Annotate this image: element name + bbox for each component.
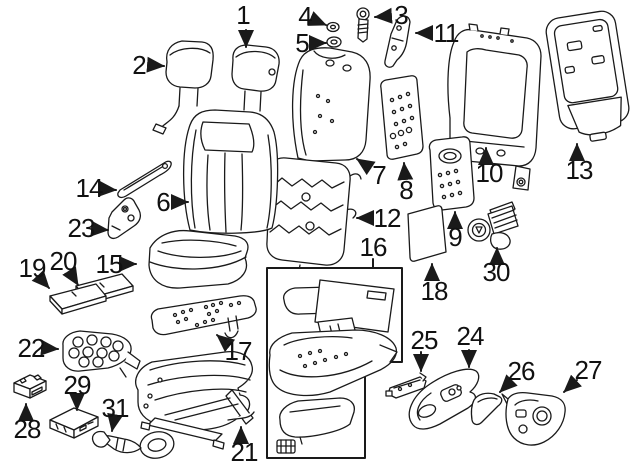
part-12-lumbar-support-drawing (252, 157, 362, 277)
part-5-grommet-drawing (326, 36, 342, 48)
callout-14-arrow (98, 180, 117, 197)
callout-7-arrow (356, 158, 376, 176)
part-9-seat-back-board-drawing (428, 136, 475, 211)
callout-3[interactable]: 3 (394, 0, 409, 30)
callout-26-arrow (499, 374, 518, 393)
part-24-side-shield-drawing (408, 368, 480, 430)
part-27-switch-panel-drawing (501, 392, 566, 446)
part-28-control-module-drawing (13, 374, 47, 399)
callout-31-arrow (107, 412, 123, 432)
part-18-pad-sheet-drawing (407, 205, 447, 262)
callout-23-arrow (90, 220, 109, 237)
callout-30[interactable]: 30 (482, 257, 511, 287)
callout-8-arrow (397, 162, 414, 181)
part-26-trim-cap-drawing (470, 392, 503, 426)
part-13-seat-back-panel-drawing (545, 10, 630, 142)
part-29-control-module-drawing (49, 407, 99, 439)
part-21-seat-track-drawing (135, 350, 255, 450)
callout-21[interactable]: 21 (230, 437, 259, 467)
callout-18[interactable]: 18 (420, 276, 449, 306)
callout-13[interactable]: 13 (565, 155, 594, 185)
part-31-seat-belt-buckle-drawing (91, 430, 175, 459)
callout-17[interactable]: 17 (224, 336, 253, 366)
callout-2[interactable]: 2 (132, 50, 147, 80)
part-2-headrest-drawing (152, 40, 214, 135)
part-11-side-bracket-drawing (384, 15, 411, 68)
part-30-seat-motor-drawing (467, 201, 519, 250)
part-3-headrest-guide-bolt-drawing (356, 7, 370, 43)
part-15-seat-cushion-drawing (148, 229, 249, 289)
callout-8[interactable]: 8 (399, 175, 414, 205)
callout-12[interactable]: 12 (373, 203, 402, 233)
part-16-cushion-pad-drawing (268, 329, 398, 397)
callout-14[interactable]: 14 (75, 173, 104, 203)
callout-26[interactable]: 26 (507, 356, 536, 386)
callout-11[interactable]: 11 (433, 18, 460, 48)
callout-22-arrow (40, 339, 59, 356)
callout-31[interactable]: 31 (101, 393, 130, 423)
part-1-headrest-drawing (231, 44, 280, 112)
callout-5[interactable]: 5 (295, 28, 310, 58)
callout-4-arrow (307, 11, 327, 26)
part-17-heater-mat-drawing (150, 295, 257, 339)
callout-19-arrow (31, 270, 50, 289)
callout-24[interactable]: 24 (456, 321, 485, 351)
part-16-connector-drawing (276, 439, 296, 454)
callout-9[interactable]: 9 (448, 222, 463, 252)
callout-3-arrow (374, 7, 393, 24)
callout-17-arrow (216, 334, 236, 353)
callout-16[interactable]: 16 (359, 232, 388, 262)
callout-1[interactable]: 1 (236, 0, 251, 30)
part-8-heater-mat-drawing (380, 75, 424, 160)
callout-27[interactable]: 27 (574, 355, 603, 385)
callout-4[interactable]: 4 (298, 1, 313, 31)
part-7-seat-back-pad-drawing (291, 47, 371, 162)
callout-22[interactable]: 22 (17, 333, 46, 363)
callout-10[interactable]: 10 (475, 158, 504, 188)
callout-29[interactable]: 29 (63, 370, 92, 400)
callout-23[interactable]: 23 (67, 213, 96, 243)
callout-6[interactable]: 6 (156, 187, 171, 217)
callout-20[interactable]: 20 (49, 246, 78, 276)
callout-2-arrow (146, 56, 165, 73)
callout-20-arrow (62, 266, 79, 286)
part-14-trim-strip-drawing (117, 160, 172, 199)
callout-25[interactable]: 25 (410, 325, 439, 355)
callout-7[interactable]: 7 (372, 160, 387, 190)
callout-27-arrow (563, 374, 582, 393)
callout-arrows (18, 7, 585, 444)
part-16-cushion-group-drawing (266, 267, 403, 459)
part-22-spring-pan-drawing (62, 330, 141, 378)
part-23-recliner-bracket-drawing (107, 197, 141, 239)
part-16-insulator-drawing (279, 397, 356, 445)
callout-28[interactable]: 28 (13, 414, 42, 444)
part-6-seat-back-cover-drawing (182, 109, 279, 234)
part-4-grommet-drawing (326, 21, 340, 33)
part-25-mounting-bracket-drawing (385, 372, 427, 399)
callout-15[interactable]: 15 (95, 249, 124, 279)
callout-19[interactable]: 19 (18, 253, 47, 283)
part-19-cover-plate-drawing (49, 283, 107, 315)
